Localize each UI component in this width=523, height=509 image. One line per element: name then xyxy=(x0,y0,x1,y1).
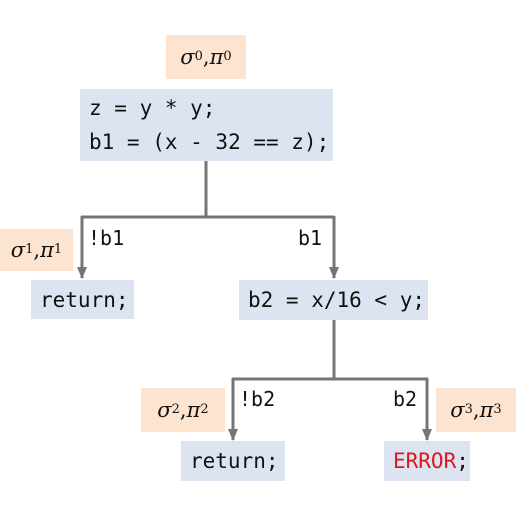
state-2-pi: π xyxy=(186,398,201,422)
edge-label-b1: b1 xyxy=(298,226,323,250)
b2-assign-text: b2 = x/16 < y; xyxy=(248,288,426,312)
state-1-pi: π xyxy=(40,238,54,262)
state-1-sigma: σ xyxy=(10,238,26,262)
root-code-line-1: z = y * y; xyxy=(89,96,216,120)
state-3-sigma: σ xyxy=(450,398,465,422)
error-suffix: ; xyxy=(456,449,469,473)
root-code-block: z = y * y; b1 = (x - 32 == z); xyxy=(80,89,333,161)
error-keyword: ERROR xyxy=(393,449,457,473)
b2-assign-block: b2 = x/16 < y; xyxy=(239,280,428,320)
inner-return-text: return; xyxy=(190,449,279,473)
root-code-line-2: b1 = (x - 32 == z); xyxy=(89,130,330,154)
state-2-sigma: σ xyxy=(157,398,172,422)
edge-label-not-b2: !b2 xyxy=(239,387,276,411)
state-0-sigma: σ xyxy=(180,45,195,69)
left-return-block: return; xyxy=(31,280,134,319)
left-return-text: return; xyxy=(40,287,129,312)
error-block: ERROR; xyxy=(384,441,470,481)
inner-return-block: return; xyxy=(181,441,285,481)
state-0-pi: π xyxy=(209,45,224,69)
state-3-pi: π xyxy=(479,398,494,422)
error-statement: ERROR; xyxy=(393,444,470,478)
edge-label-b2: b2 xyxy=(393,387,418,411)
edge-label-not-b1: !b1 xyxy=(88,226,125,250)
